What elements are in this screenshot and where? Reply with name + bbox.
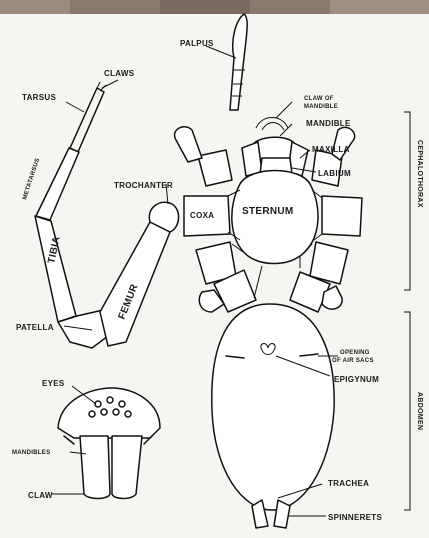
label-epigynum: EPIGYNUM bbox=[334, 375, 379, 384]
sternum-shape bbox=[232, 171, 318, 264]
label-abdomen: ABDOMEN bbox=[416, 392, 423, 430]
label-tarsus: TARSUS bbox=[22, 93, 56, 102]
maxilla-left bbox=[242, 142, 262, 176]
label-claw: CLAW bbox=[28, 491, 53, 500]
label-cephalothorax: CEPHALOTHORAX bbox=[416, 140, 423, 208]
abdomen-shape bbox=[212, 304, 334, 510]
label-coxa: COXA bbox=[190, 211, 214, 220]
head-carapace bbox=[58, 388, 160, 438]
tibia-segment bbox=[35, 216, 76, 322]
label-patella: PATELLA bbox=[16, 323, 54, 332]
label-labium: LABIUM bbox=[318, 169, 351, 178]
detached-leg bbox=[35, 82, 179, 348]
label-palpus: PALPUS bbox=[180, 39, 214, 48]
mandible-leader bbox=[280, 124, 292, 136]
label-opening-2: OF AIR SACS bbox=[332, 358, 374, 364]
leg-stub-r1 bbox=[332, 127, 355, 160]
claws-leader bbox=[102, 80, 118, 88]
label-claw-of-mandible-1: CLAW OF bbox=[304, 96, 334, 102]
tarsus-segment bbox=[70, 88, 104, 152]
coxa-r2 bbox=[322, 196, 362, 236]
abdomen bbox=[212, 304, 334, 528]
label-sternum: STERNUM bbox=[242, 206, 294, 217]
label-mandible: MANDIBLE bbox=[306, 119, 351, 128]
label-opening-1: OPENING bbox=[340, 350, 370, 356]
label-claws: CLAWS bbox=[104, 69, 135, 78]
cephalothorax-bracket bbox=[404, 112, 410, 290]
label-spinnerets: SPINNERETS bbox=[328, 513, 382, 522]
coxa-l1 bbox=[198, 150, 232, 186]
head-front-view bbox=[58, 388, 160, 499]
leg-stub-l1 bbox=[175, 127, 202, 162]
label-mandibles: MANDIBLES bbox=[12, 450, 50, 456]
tarsus-leader bbox=[66, 102, 84, 112]
label-trachea: TRACHEA bbox=[328, 479, 369, 488]
femur-segment bbox=[100, 222, 170, 346]
abdomen-bracket bbox=[404, 312, 410, 510]
label-trochanter: TROCHANTER bbox=[114, 181, 173, 190]
mandible-claw-shape bbox=[256, 118, 288, 131]
label-metatarsus: METATARSUS bbox=[22, 158, 41, 201]
label-maxilla: MAXILLA bbox=[312, 145, 350, 154]
photo-strip bbox=[0, 0, 429, 14]
label-eyes: EYES bbox=[42, 379, 65, 388]
cephalothorax bbox=[175, 14, 362, 312]
claw-of-mandible-leader bbox=[276, 102, 292, 118]
mandible-left-shape bbox=[80, 436, 110, 499]
region-brackets bbox=[404, 112, 410, 510]
metatarsus-segment bbox=[36, 148, 79, 220]
mandible-right-shape bbox=[112, 436, 142, 499]
label-claw-of-mandible-2: MANDIBLE bbox=[304, 104, 338, 110]
